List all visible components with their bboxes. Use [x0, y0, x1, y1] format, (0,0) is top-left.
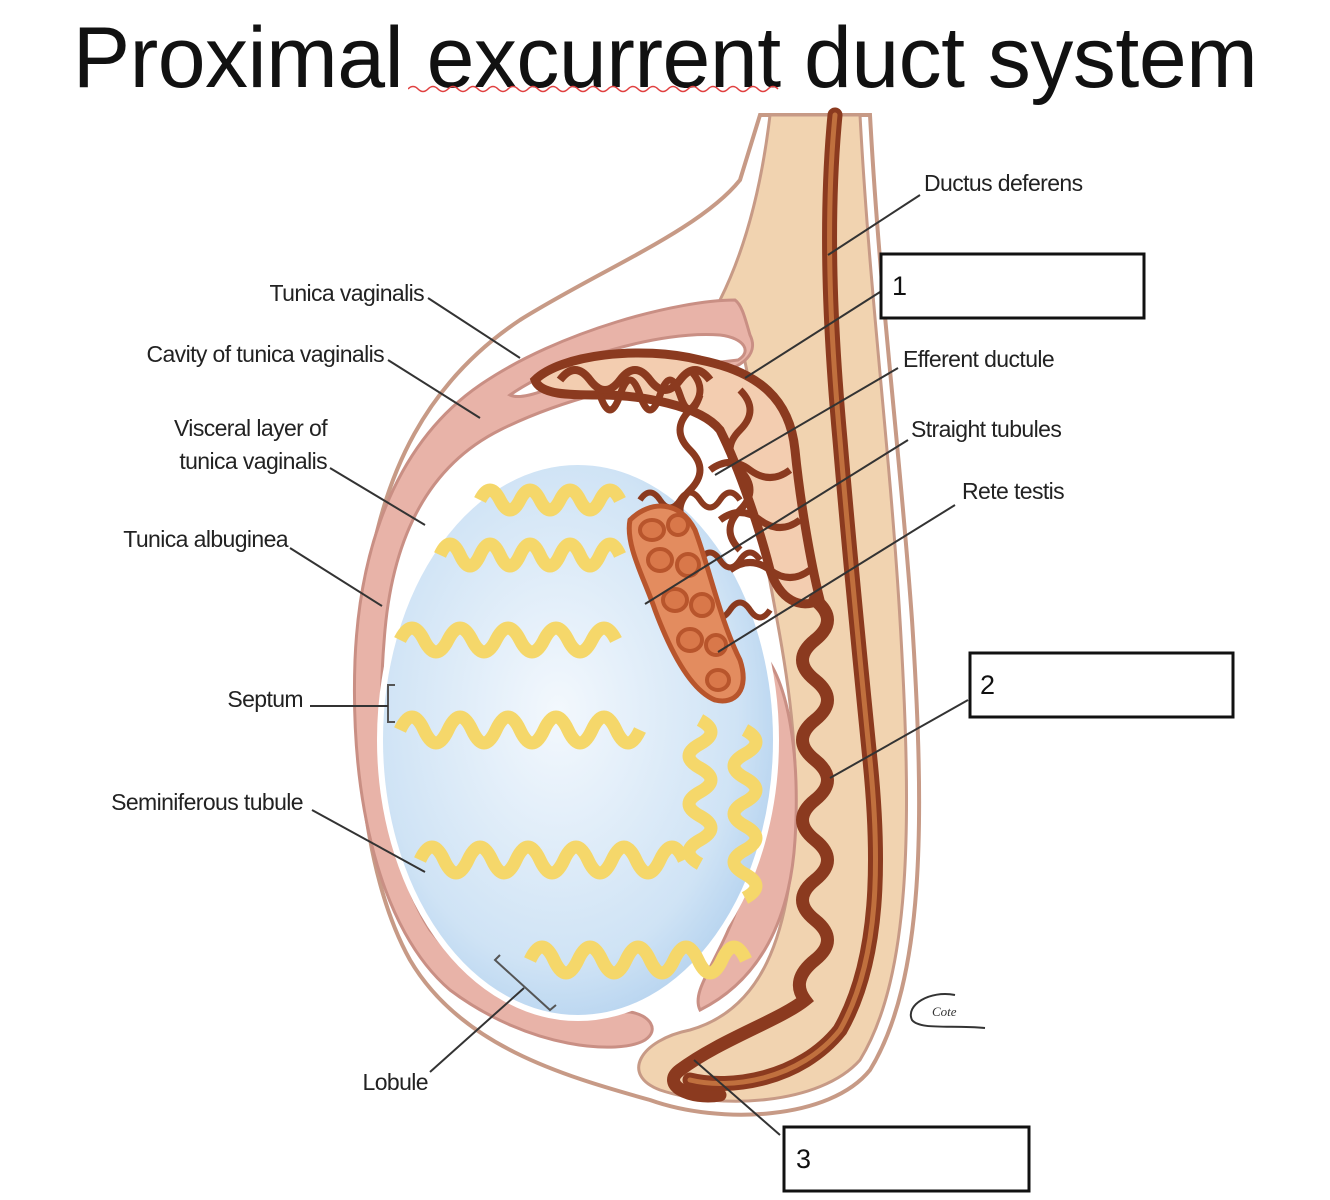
answer-box-1-number: 1: [892, 271, 907, 301]
answer-box-2[interactable]: 2: [968, 651, 1235, 719]
seminiferous-tubules: [394, 483, 763, 980]
page-title: Proximal excurrent duct system: [72, 10, 1258, 106]
septum-bracket: [387, 684, 395, 723]
signature-text: Cote: [932, 1004, 957, 1019]
epididymis-body-tail: [667, 593, 834, 1103]
lobule-bracket: [493, 954, 557, 1012]
label-tunica-vaginalis: Tunica vaginalis: [270, 280, 425, 306]
label-lobule: Lobule: [363, 1069, 428, 1095]
answer-box-3-number: 3: [796, 1144, 811, 1174]
label-visceral-layer-2: tunica vaginalis: [179, 448, 327, 474]
answer-box-2-number: 2: [980, 670, 995, 700]
label-tunica-albuginea: Tunica albuginea: [123, 526, 289, 552]
label-straight-tubules: Straight tubules: [911, 416, 1061, 442]
leader-lines: [289, 194, 969, 1136]
label-rete-testis: Rete testis: [962, 478, 1064, 504]
label-ductus-deferens: Ductus deferens: [924, 170, 1083, 196]
label-visceral-layer-1: Visceral layer of: [174, 415, 328, 441]
label-seminiferous-tubule: Seminiferous tubule: [111, 789, 303, 815]
answer-box-1[interactable]: 1: [879, 252, 1146, 320]
answer-box-3[interactable]: 3: [782, 1125, 1031, 1193]
label-septum: Septum: [227, 686, 303, 712]
label-efferent-ductule: Efferent ductule: [903, 346, 1054, 372]
label-cavity-tunica-vaginalis: Cavity of tunica vaginalis: [146, 341, 384, 367]
artist-signature: Cote: [909, 993, 986, 1029]
rete-testis: [626, 503, 746, 704]
spellcheck-underline: [408, 85, 779, 93]
